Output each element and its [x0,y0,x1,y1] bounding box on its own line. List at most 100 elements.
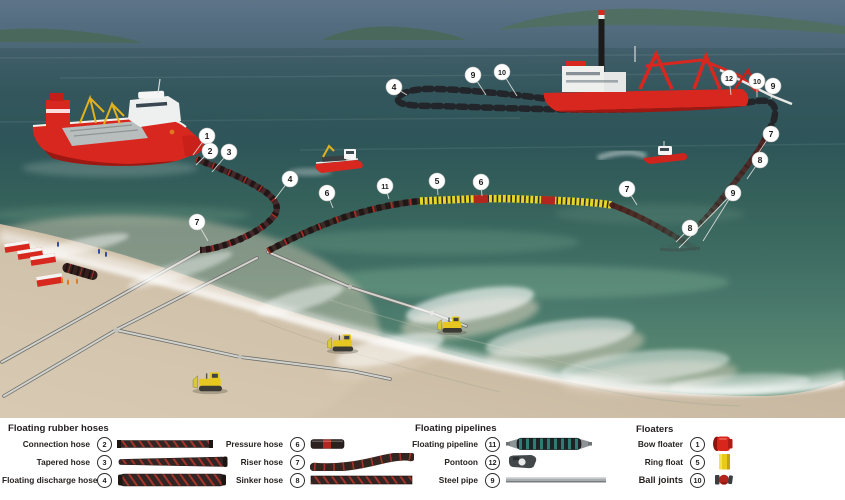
legend-number-badge: 11 [485,436,500,452]
svg-text:4: 4 [288,174,293,184]
svg-text:11: 11 [381,182,389,191]
tapered-hose-icon [118,456,228,467]
callout-tapered-hose: 3 [211,143,238,173]
legend-number-badge: 9 [485,472,500,488]
legend-label: Tapered hose [36,457,90,467]
svg-text:7: 7 [625,184,630,194]
callout-riser-hose-right: 7 [756,125,780,156]
svg-text:8: 8 [758,155,763,165]
legend-label: Connection hose [22,439,90,449]
svg-text:6: 6 [325,188,330,198]
svg-text:12: 12 [725,74,733,83]
bow-floater-on-ship [182,135,203,157]
callout-ball-joints-right: 10 [748,72,766,97]
legend-header-floating-pipelines: Floating pipelines [415,423,497,434]
legend-label: Ball joints [638,475,683,485]
callout-riser-hose-shore: 7 [188,213,209,242]
legend-number-badge: 1 [690,436,705,452]
legend-item-floating-pipeline: Floating pipeline 11 [396,436,609,452]
surf-foam [0,230,845,396]
callout-floating-discharge-hose-top: 4 [385,78,408,96]
callout-ring-float: 5 [428,172,446,196]
hopper-dredger [22,78,204,177]
pilot-boat [597,141,688,164]
legend-label: Bow floater [637,439,683,449]
sinker-hose-icon [310,475,413,485]
legend-number-badge: 3 [97,454,112,470]
spud-pole [598,10,605,96]
svg-text:2: 2 [208,146,213,156]
legend-number-badge: 10 [690,472,705,488]
legend-number-badge: 7 [290,454,305,470]
svg-text:7: 7 [769,129,774,139]
legend-item-bow-floater: Bow floater 1 [600,436,740,452]
shore-floating-line [266,194,705,254]
riser-sinker-descent-left [609,202,705,254]
ring-float-icon [719,454,730,470]
bulldozers [192,316,467,395]
legend-header-floaters: Floaters [636,424,674,435]
callouts: 1 2 3 4 7 6 11 5 6 7 [188,63,782,249]
legend-item-riser-hose: Riser hose 7 [190,453,414,471]
ball-joints-icon [715,474,733,485]
callout-sinker-hose-mid: 8 [675,219,699,243]
legend-label: Floating discharge hose [2,475,98,485]
bulldozer [326,334,359,354]
callout-connection-hose: 2 [195,142,219,166]
tug-boat [288,144,363,176]
legend-item-connection-hose: Connection hose 2 [2,436,237,452]
bulldozer [437,316,467,336]
svg-text:9: 9 [731,188,736,198]
legend-label: Floating pipeline [412,439,478,449]
riser-hose-icon [310,453,414,471]
callout-riser-hose-mid: 7 [618,180,638,206]
callout-steel-pipe-seabed: 9 [678,184,742,249]
scene-canvas: 1 2 3 4 7 6 11 5 6 7 [0,0,845,418]
legend-item-pressure-hose: Pressure hose 6 [190,436,414,452]
callout-pontoon: 12 [720,69,738,96]
pontoon-icon [508,455,537,469]
legend-label: Pontoon [444,457,478,467]
callout-sinker-hose-right: 8 [746,151,769,180]
legend-label: Steel pipe [438,475,478,485]
svg-text:9: 9 [771,81,776,91]
callout-floating-discharge-hose-left: 4 [274,170,299,200]
svg-text:10: 10 [753,77,761,86]
bulldozer [192,372,228,395]
legend-number-badge: 2 [97,436,112,452]
callout-steel-pipe-top: 9 [464,66,487,96]
hopper-discharge-hose [194,155,280,254]
legend-number-badge: 6 [290,436,305,452]
legend-item-steel-pipe: Steel pipe 9 [396,472,609,488]
horizon-islands [0,0,845,48]
floating-discharge-hose-icon [118,473,226,487]
svg-text:4: 4 [392,82,397,92]
legend-item-ring-float: Ring float 5 [600,454,740,470]
legend-label: Pressure hose [225,439,283,449]
containers [4,240,64,287]
svg-text:1: 1 [205,131,210,141]
callout-ball-joints-top: 10 [493,63,518,97]
legend-item-tapered-hose: Tapered hose 3 [2,454,237,470]
floating-pipeline-icon [506,437,592,450]
legend-item-ball-joints: Ball joints 10 [600,472,740,488]
legend-label: Riser hose [240,457,283,467]
legend-label: Ring float [644,457,683,467]
svg-text:5: 5 [435,176,440,186]
spare-hose-on-beach [62,262,98,280]
legend-number-badge: 5 [690,454,705,470]
connection-hose-icon [117,440,213,448]
svg-text:3: 3 [227,147,232,157]
legend-item-pontoon: Pontoon 12 [396,454,609,470]
callout-pressure-hose-left: 6 [318,184,336,209]
legend-item-sinker-hose: Sinker hose 8 [190,472,414,488]
workers [57,240,107,285]
legend-header-rubber-hoses: Floating rubber hoses [8,423,109,434]
svg-text:7: 7 [195,217,200,227]
legend-panel: Floating rubber hoses Floating pipelines… [0,418,845,500]
legend-number-badge: 12 [485,454,500,470]
legend-label: Sinker hose [235,475,283,485]
callout-bow-floater: 1 [192,127,216,156]
bow-floater-icon [713,436,733,451]
